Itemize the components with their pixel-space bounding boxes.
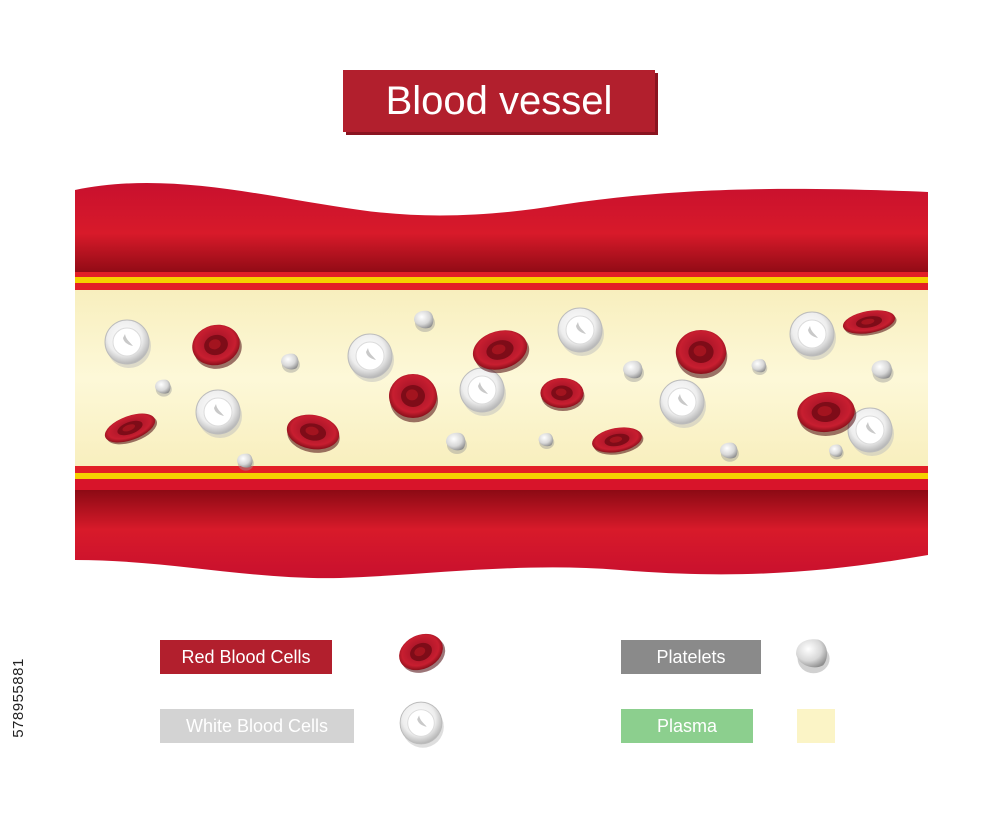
red-blood-cell	[389, 374, 438, 423]
vessel-lining-bottom	[75, 466, 928, 490]
stock-id-watermark: 578955881	[10, 658, 27, 738]
legend-red-blood-cells-label: Red Blood Cells	[160, 640, 332, 674]
platelet-icon	[796, 639, 830, 674]
blood-vessel-diagram	[75, 183, 928, 579]
legend-plasma-label: Plasma	[621, 709, 753, 743]
red-blood-cell-icon	[394, 628, 448, 678]
red-blood-cell	[675, 330, 728, 379]
legend-platelets-label: Platelets	[621, 640, 761, 674]
white-blood-cell-icon	[399, 701, 445, 748]
red-blood-cell	[540, 378, 585, 411]
vessel-wall-top	[75, 183, 928, 275]
vessel-wall-bottom	[75, 490, 928, 579]
vessel-lining-top	[75, 272, 928, 290]
legend-white-blood-cells-label: White Blood Cells	[160, 709, 354, 743]
plasma-swatch	[797, 709, 835, 743]
title-text: Blood vessel	[385, 79, 613, 123]
title-banner: Blood vessel	[343, 70, 655, 132]
